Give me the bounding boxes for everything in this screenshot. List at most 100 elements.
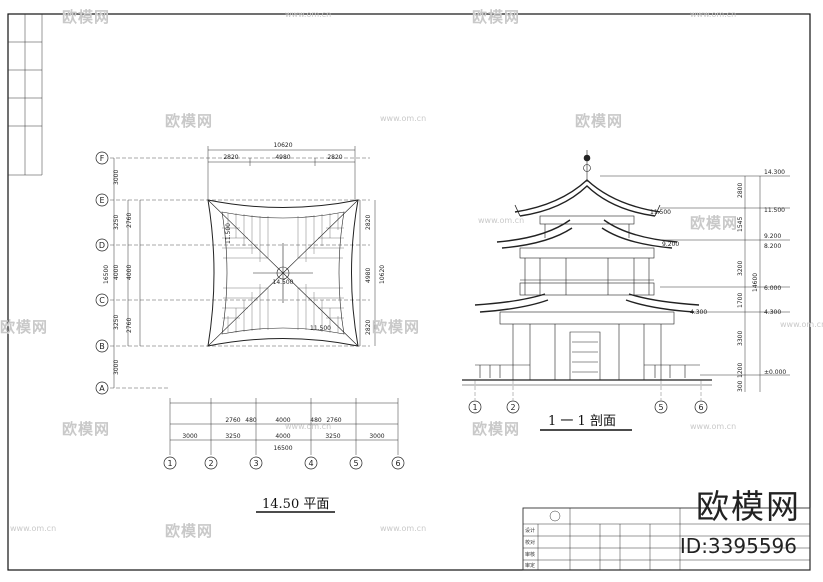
right-dim-3: 2820 [365, 320, 372, 335]
watermark-text: 欧模网 [0, 318, 49, 336]
watermark-text: 欧模网 [165, 112, 214, 130]
top-dim-3: 2820 [327, 154, 342, 161]
bottom-dim2-2: 3250 [225, 433, 240, 440]
left-elev-3: 4.300 [690, 309, 707, 316]
axis-4: 4 [308, 459, 313, 468]
axis-2: 2 [208, 459, 213, 468]
left-dim-2: 3250 [113, 215, 120, 230]
sec-dim-2: 1545 [737, 217, 744, 232]
sec-dim-4: 1700 [737, 293, 744, 308]
right-dim-1: 2820 [365, 215, 372, 230]
bottom-dim1-2: 480 [245, 417, 257, 424]
sheet-border [7, 13, 811, 571]
axis-6: 6 [395, 459, 400, 468]
watermark-url: www.om.cn [690, 422, 737, 431]
bottom-dim2-4: 3250 [325, 433, 340, 440]
elev-3: 9.200 [764, 233, 781, 240]
axis-3: 3 [253, 459, 258, 468]
bottom-dim1-5: 2760 [326, 417, 341, 424]
section-axis-1: 1 [472, 403, 477, 412]
watermark-text: 欧模网 [165, 522, 214, 540]
binding-strip [8, 14, 43, 176]
axis-C: C [99, 296, 105, 305]
sec-dim-7: 300 [737, 380, 744, 392]
left-dim2-3: 2760 [126, 318, 133, 333]
watermark-url: www.om.cn [690, 10, 737, 19]
left-elev-1: 11.500 [650, 209, 671, 216]
watermark-text: 欧模网 [690, 214, 739, 232]
roof-rafters [222, 213, 344, 333]
tb-row-2: 校对 [525, 539, 535, 546]
bottom-dim2-5: 3000 [369, 433, 384, 440]
axis-E: E [99, 196, 104, 205]
left-dim2-2: 4000 [126, 265, 133, 280]
sec-dim-total: 14600 [752, 273, 759, 292]
bottom-dim1-4: 480 [310, 417, 322, 424]
section-axis-6: 6 [698, 403, 703, 412]
axis-B: B [99, 342, 105, 351]
tb-row-3: 审核 [525, 551, 535, 558]
left-elev-2: 9.200 [662, 241, 679, 248]
watermark-text: 欧模网 [472, 8, 521, 26]
sec-dim-6: 1200 [737, 363, 744, 378]
plan-drawing: F E D C B A 3000 3250 4000 3250 3000 276… [95, 142, 405, 513]
section-drawing [462, 150, 712, 400]
sec-dim-1: 2800 [737, 183, 744, 198]
sec-dim-3: 3200 [737, 261, 744, 276]
roof-plan [207, 199, 359, 347]
watermark-url: www.om.cn [780, 320, 823, 329]
elev-5: 6.000 [764, 285, 781, 292]
bottom-dim1-3: 4000 [275, 417, 290, 424]
roof-level-2: 14.500 [273, 279, 294, 286]
section-axes: 1 2 5 6 [468, 400, 708, 414]
elev-6: 4.300 [764, 309, 781, 316]
watermark-text: 欧模网 [575, 112, 624, 130]
watermark-text: 欧模网 [472, 420, 521, 438]
top-dim-1: 2820 [223, 154, 238, 161]
left-dim-3: 4000 [113, 265, 120, 280]
left-dim-4: 3250 [113, 315, 120, 330]
axis-F: F [100, 154, 105, 163]
bottom-dim2-3: 4000 [275, 433, 290, 440]
plan-row-axes: F E D C B A [95, 151, 109, 395]
axis-A: A [99, 384, 105, 393]
left-total: 16500 [103, 265, 110, 284]
section-title: 1 一 1 剖面 [548, 414, 616, 429]
axis-5: 5 [353, 459, 358, 468]
watermark-url: www.om.cn [285, 10, 332, 19]
axis-1: 1 [167, 459, 172, 468]
right-total: 10620 [379, 265, 386, 284]
section-axis-2: 2 [510, 403, 515, 412]
watermark-url: www.om.cn [10, 524, 57, 533]
watermark-url: www.om.cn [478, 216, 525, 225]
section-axis-5: 5 [658, 403, 663, 412]
brand-logo-text: 欧模网 [696, 487, 801, 526]
tb-row-4: 审定 [525, 562, 535, 569]
elev-4: 8.200 [764, 243, 781, 250]
watermark-url: www.om.cn [380, 524, 427, 533]
right-dim-2: 4980 [365, 268, 372, 283]
plan-col-axes: 1 2 3 4 5 6 [163, 456, 405, 470]
resource-id: ID:3395596 [679, 534, 797, 558]
watermark-url: www.om.cn [380, 114, 427, 123]
watermark-text: 欧模网 [62, 420, 111, 438]
left-dim-1: 3000 [113, 170, 120, 185]
axis-D: D [99, 241, 105, 250]
watermark-text: 欧模网 [62, 8, 111, 26]
sec-dim-5: 3300 [737, 331, 744, 346]
top-total: 10620 [273, 142, 292, 149]
bottom-dim2-1: 3000 [182, 433, 197, 440]
top-dim-2: 4980 [275, 154, 290, 161]
watermark-text: 欧模网 [372, 318, 421, 336]
left-dim2-1: 2760 [126, 213, 133, 228]
title-block [522, 507, 811, 571]
elev-7: ±0.000 [764, 369, 786, 376]
elev-1: 14.300 [764, 169, 785, 176]
roof-level-3: 11.500 [310, 325, 331, 332]
roof-level-1: 11.500 [225, 223, 232, 244]
plan-title: 14.50 平面 [262, 497, 330, 512]
left-dim-5: 3000 [113, 360, 120, 375]
watermark-url: www.om.cn [285, 422, 332, 431]
tb-row-1: 设计 [525, 527, 535, 534]
